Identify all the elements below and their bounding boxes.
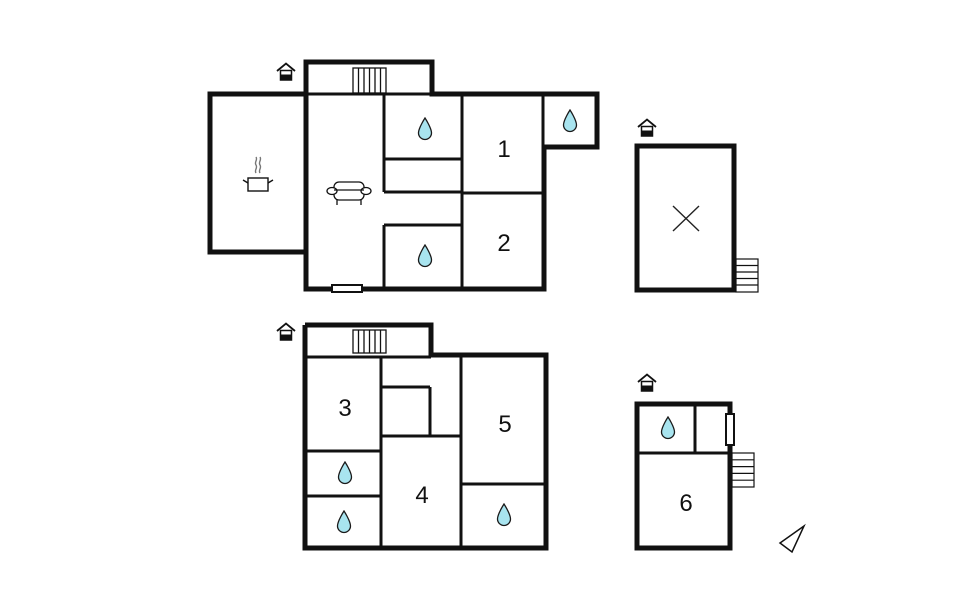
house-entrance-icon xyxy=(637,118,657,137)
water-drop-icon xyxy=(417,117,433,141)
building-main-ground-floor: 1 2 xyxy=(207,59,600,293)
steps-icon xyxy=(731,452,755,488)
water-drop-icon xyxy=(660,416,676,440)
window xyxy=(331,284,363,293)
inner-walls xyxy=(305,355,546,548)
water-drop-icon xyxy=(417,244,433,268)
inner-walls xyxy=(306,92,545,289)
outer-walls xyxy=(207,59,600,292)
steps-icon xyxy=(735,258,759,293)
outer-walls xyxy=(634,401,733,551)
water-drop-icon xyxy=(337,461,353,485)
room-label-5: 5 xyxy=(498,411,511,438)
house-entrance-icon xyxy=(637,373,657,392)
building-main-upper-floor: 3 4 5 xyxy=(276,322,549,551)
room-label-1: 1 xyxy=(497,136,510,163)
armchair-icon xyxy=(326,181,372,205)
room-label-4: 4 xyxy=(415,482,428,509)
outer-walls xyxy=(634,143,737,293)
cooking-pot-icon xyxy=(242,156,274,192)
north-arrow-icon xyxy=(778,523,806,554)
house-entrance-icon xyxy=(276,62,296,81)
inner-walls xyxy=(637,404,730,455)
staircase-icon xyxy=(352,67,387,94)
cross-icon xyxy=(672,205,700,232)
staircase-icon xyxy=(352,329,387,354)
room-label-6: 6 xyxy=(679,490,692,517)
water-drop-icon xyxy=(496,503,512,527)
building-outbuilding xyxy=(634,118,759,293)
water-drop-icon xyxy=(562,109,578,133)
water-drop-icon xyxy=(336,510,352,534)
house-entrance-icon xyxy=(276,322,296,341)
window xyxy=(725,413,735,446)
outer-walls xyxy=(302,322,549,551)
room-label-3: 3 xyxy=(338,395,351,422)
room-label-2: 2 xyxy=(497,230,510,257)
building-annex: 6 xyxy=(634,373,755,551)
